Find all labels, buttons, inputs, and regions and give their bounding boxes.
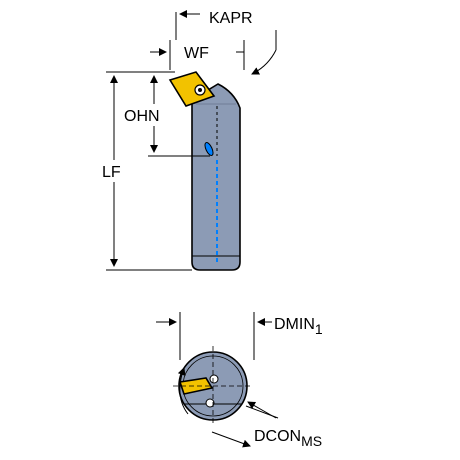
insert-screw-end-icon [209, 374, 219, 384]
kapr-label: KAPR [209, 10, 253, 27]
cutting-insert-end-icon [178, 377, 214, 395]
ohn-label: OHN [124, 108, 160, 125]
side-dimensions [106, 10, 277, 271]
side-view [168, 71, 241, 271]
dcon-label: DCONMS [254, 428, 322, 449]
rotation-arrow-icon [177, 367, 189, 415]
coolant-outlet-icon [204, 142, 214, 156]
dmin-label: DMIN1 [274, 316, 323, 337]
cutting-insert-icon [168, 71, 216, 107]
lf-label: LF [102, 164, 121, 181]
end-view [173, 346, 253, 426]
end-dimensions [156, 312, 279, 448]
wf-label: WF [184, 45, 209, 62]
